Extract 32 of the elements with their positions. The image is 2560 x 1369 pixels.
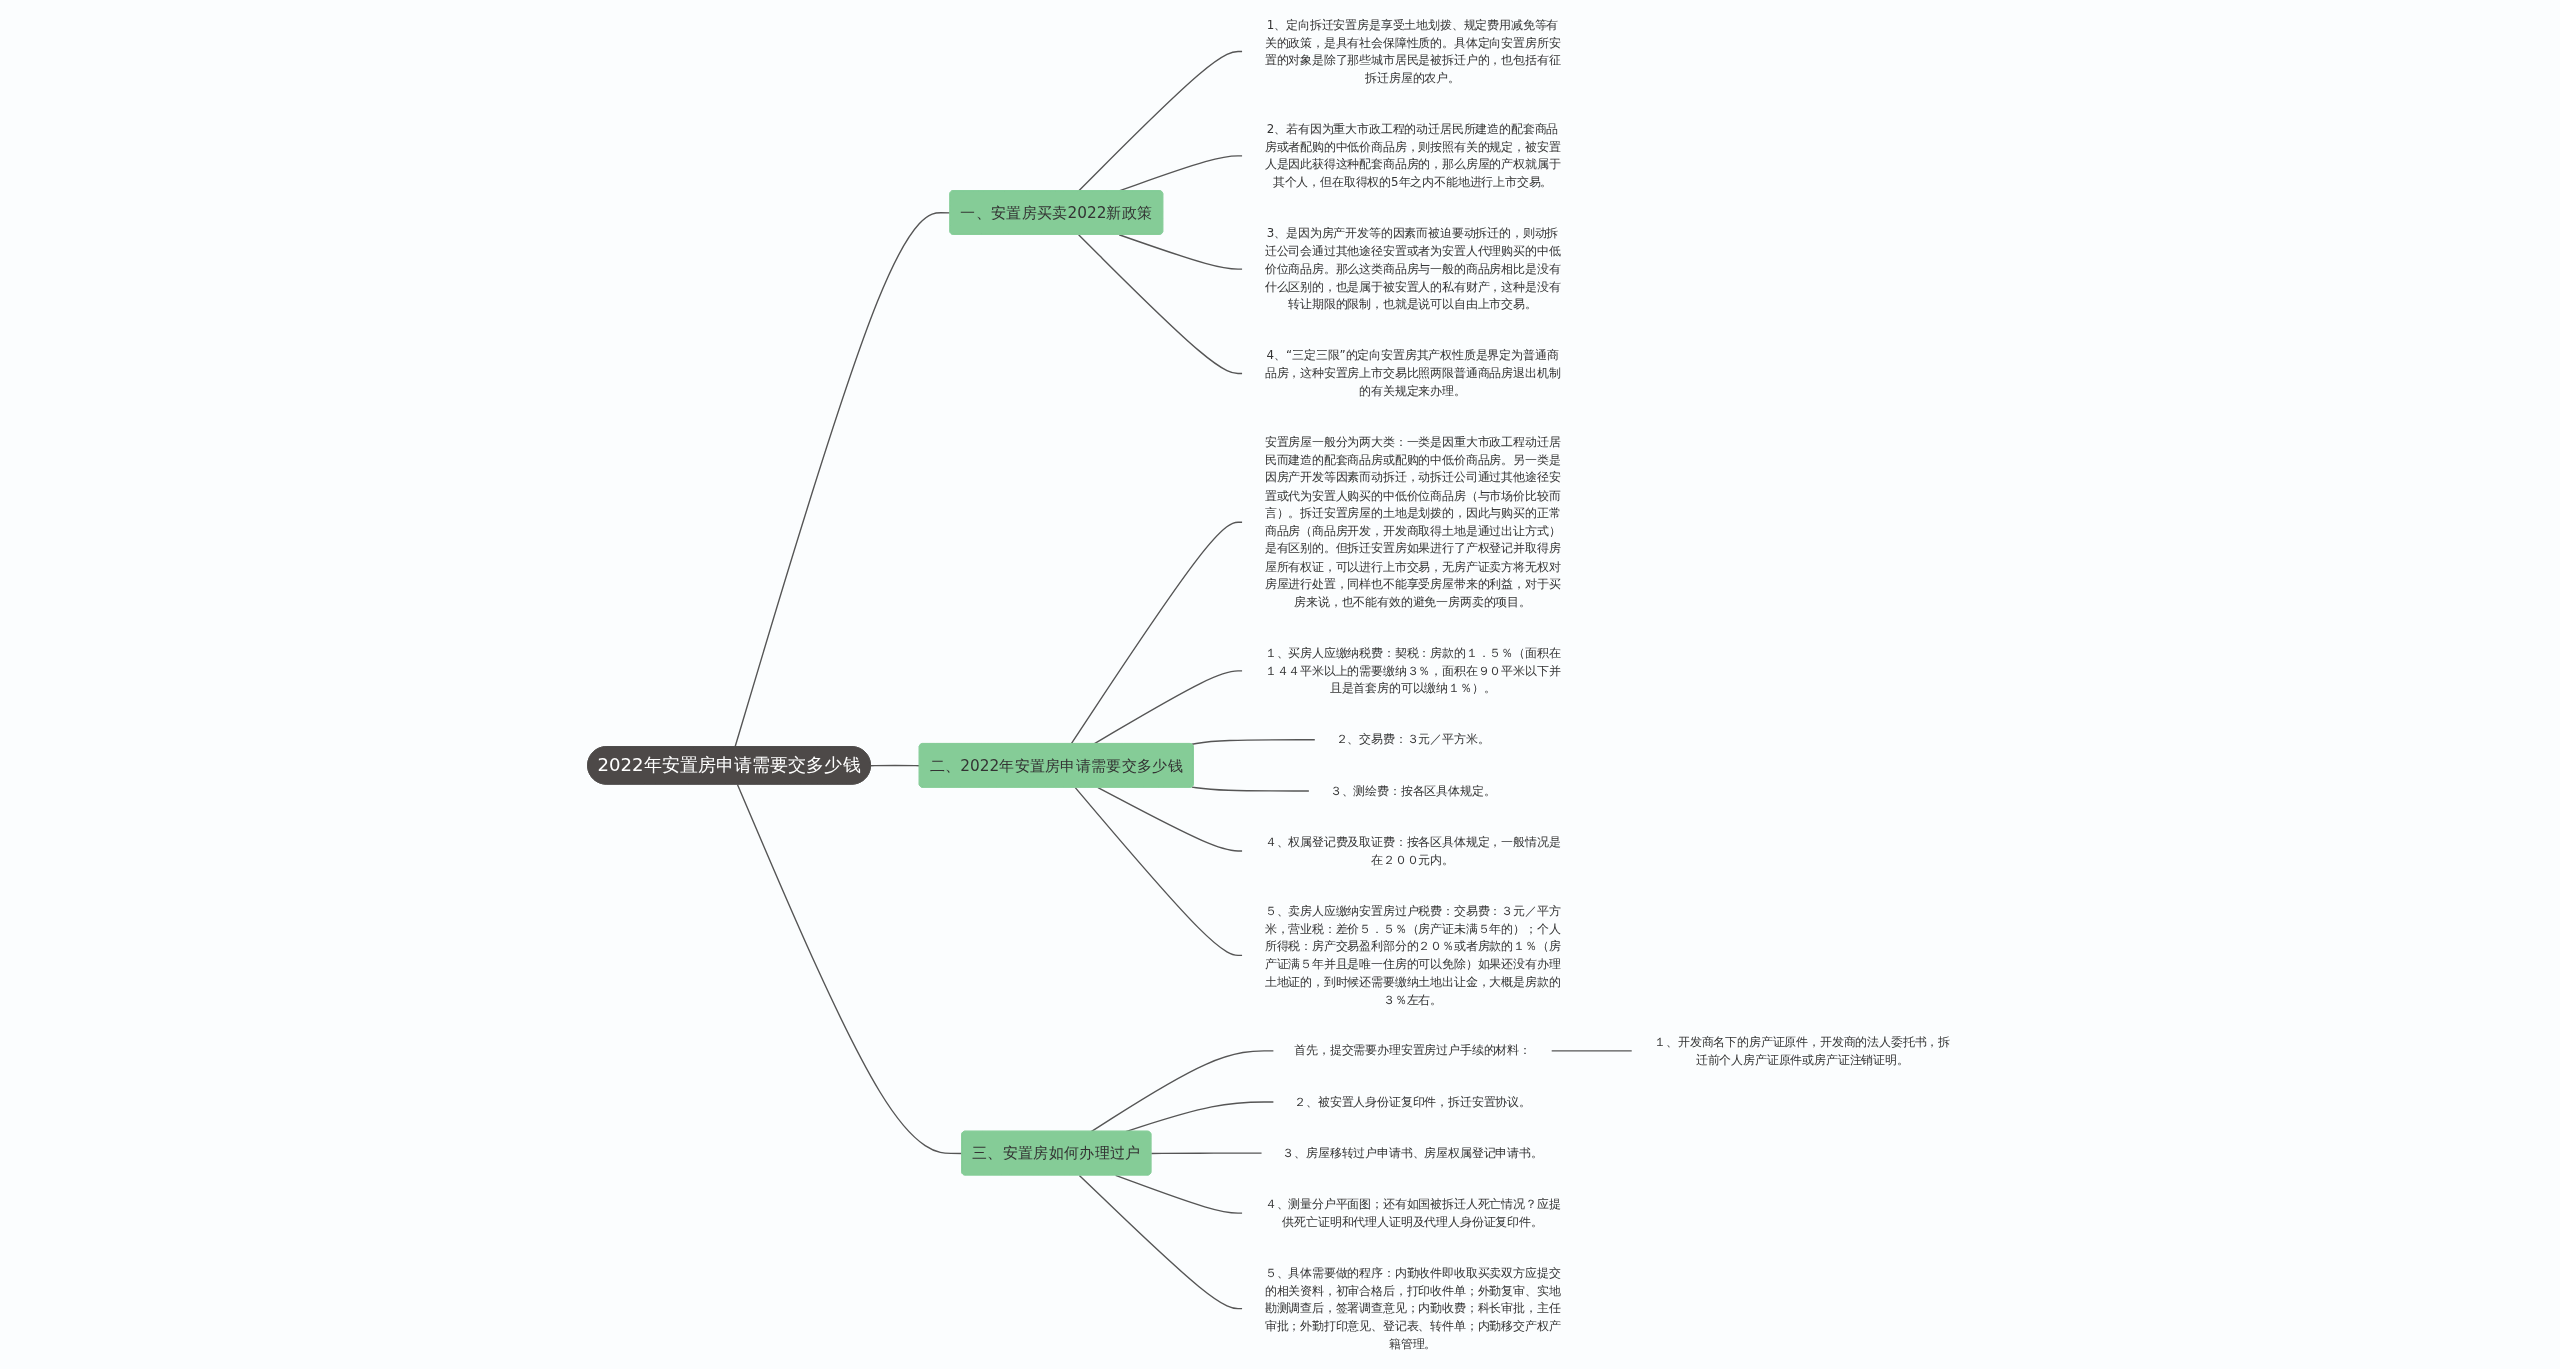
node-text: ４、权属登记费及取证费：按各区具体规定，一般情况是在２００元内。 [1264, 834, 1561, 867]
node-text: 2、若有因为重大市政工程的动迁居民所建造的配套商品房或者配购的中低价商品房，则按照有关的规定，被安置人是因此获得这种配套商品房的，那么房屋的产权就属于其个人，但在取得权的5年之内不能地进行上市交易。 [1264, 121, 1561, 189]
node-text: ５、卖房人应缴纳安置房过户税费：交易费：３元／平方米，营业税：差价５．５％（房产证未满５年的）；个人所得税：房产交易盈利部分的２０％或者房款的１％（房产证满５年并且是唯一住房的可以免除）如果还没有办理土地证的，到时候还需要缴纳土地出让金，大概是房款的３％左右。 [1264, 903, 1561, 1007]
node-text: 3、是因为房产开发等的因素而被迫要动拆迁的，则动拆迁公司会通过其他途径安置或者为安置人代理购买的中低价位商品房。那么这类商品房与一般的商品房相比是没有什么区别的，也是属于被安置人的私有财产，这种是没有转让期限的限制，也就是说可以自由上市交易。 [1264, 226, 1561, 312]
connector [1070, 521, 1243, 745]
connector [1090, 1050, 1274, 1133]
connector [1550, 1050, 1633, 1052]
connector [1097, 786, 1243, 852]
node-text: 首先，提交需要办理安置房过户手续的材料： [1294, 1043, 1531, 1058]
connector [1118, 234, 1243, 270]
connector [1074, 786, 1243, 957]
node-text: 安置房屋一般分为两大类：一类是因重大市政工程动迁居民而建造的配套商品房或配购的中低价商品房。另一类是因房产开发等因素而动拆迁，动拆迁公司通过其他途径安置或代为安置人购买的中低价位商品房（与市场价比较而言）。拆迁安置房屋的土地是划拨的，因此与购买的正常商品房（商品房开发，开发商取得土地是通过出让方式）是有区别的。但拆迁安置房如果进行了产权登记并取得房屋所有权证，可以进行上市交易，无房产证卖方将无权对房屋进行处置，同样也不能享受房屋带来的利益，对于买房来说，也不能有效的避免一房两卖的项目。 [1264, 434, 1561, 609]
node-text: ４、测量分户平面图；还有如国被拆迁人死亡情况？应提供死亡证明和代理人证明及代理人身份证复印件。 [1264, 1196, 1561, 1229]
connector [1191, 739, 1316, 745]
connector [1150, 1152, 1263, 1155]
node-text: ５、具体需要做的程序：内勤收件即收取买卖双方应提交的相关资料，初审合格后，打印收件单；外勤复审、实地勘测调查后，签署调查意见；内勤收费；科长审批，主任审批；外勤打印意见、登记表、转件单；内勤移交产权产籍管理。 [1264, 1265, 1561, 1351]
node-text: ２、被安置人身份证复印件，拆迁安置协议。 [1294, 1094, 1531, 1109]
connector [1077, 234, 1243, 375]
node-text: ３、测绘费：按各区具体规定。 [1329, 783, 1496, 798]
connector [870, 764, 921, 767]
connector [1191, 786, 1310, 792]
connector [736, 783, 963, 1155]
connector [734, 212, 951, 748]
node-text: １、买房人应缴纳税费：契税：房款的１．５％（面积在１４４平米以上的需要缴纳３％，面积在９０平米以下并且是首套房的可以缴纳１％）。 [1264, 645, 1561, 696]
node-text: 1、定向拆迁安置房是享受土地划拨、规定费用减免等有关的政策，是具有社会保障性质的。具体定向安置房所安置的对象是除了那些城市居民是被拆迁户的，也包括有征拆迁房屋的农户。 [1264, 17, 1561, 85]
node-text: ２、交易费：３元／平方米。 [1335, 732, 1490, 747]
connector [1077, 50, 1243, 192]
node-text: ３、房屋移转过户申请书、房屋权属登记申请书。 [1282, 1145, 1543, 1160]
node-text: １、开发商名下的房产证原件，开发商的法人委托书，拆迁前个人房产证原件或房产证注销证明。 [1654, 1034, 1950, 1067]
connector [1078, 1174, 1243, 1310]
node-text: 4、“三定三限”的定向安置房其产权性质是界定为普通商品房，这种安置房上市交易比照两限普通商品房退出机制的有关规定来办理。 [1264, 348, 1561, 398]
connector [1093, 670, 1243, 745]
